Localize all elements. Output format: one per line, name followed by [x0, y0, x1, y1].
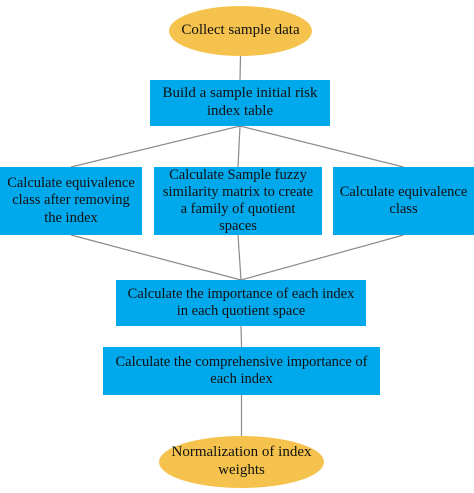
node-label: Calculate equivalence class	[339, 183, 468, 217]
edge-calc_equiv_removed-to-calc_importance	[70, 234, 242, 281]
node-label: Normalization of index weights	[171, 444, 312, 478]
edge-start-to-build_table	[239, 55, 242, 81]
node-calc-fuzzy-similarity-matrix: Calculate Sample fuzzy similarity matrix…	[154, 167, 322, 235]
node-normalization-of-index-weights: Normalization of index weights	[159, 436, 324, 488]
node-build-risk-index-table: Build a sample initial risk index table	[150, 80, 330, 126]
node-label: Calculate Sample fuzzy similarity matrix…	[162, 166, 314, 235]
edge-calc_similarity-to-calc_importance	[237, 234, 242, 281]
node-label: Calculate equivalence class after removi…	[7, 175, 135, 226]
node-calc-equivalence-class-removed: Calculate equivalence class after removi…	[0, 167, 142, 235]
node-label: Build a sample initial risk index table	[162, 85, 318, 119]
edge-calc_equiv-to-calc_importance	[240, 234, 404, 281]
node-calc-equivalence-class: Calculate equivalence class	[333, 167, 474, 235]
node-calc-comprehensive-importance: Calculate the comprehensive importance o…	[103, 347, 380, 395]
edge-calc_importance-to-calc_comprehensive	[240, 325, 243, 348]
node-label: Calculate the comprehensive importance o…	[115, 353, 368, 387]
node-calc-index-importance: Calculate the importance of each index i…	[116, 280, 366, 326]
node-label: Calculate the importance of each index i…	[127, 285, 355, 319]
node-label: Collect sample data	[181, 22, 300, 39]
edge-build_table-to-calc_equiv_removed	[70, 125, 241, 168]
edge-build_table-to-calc_similarity	[237, 125, 241, 168]
edge-build_table-to-calc_equiv	[239, 125, 404, 168]
node-collect-sample-data: Collect sample data	[169, 6, 312, 56]
